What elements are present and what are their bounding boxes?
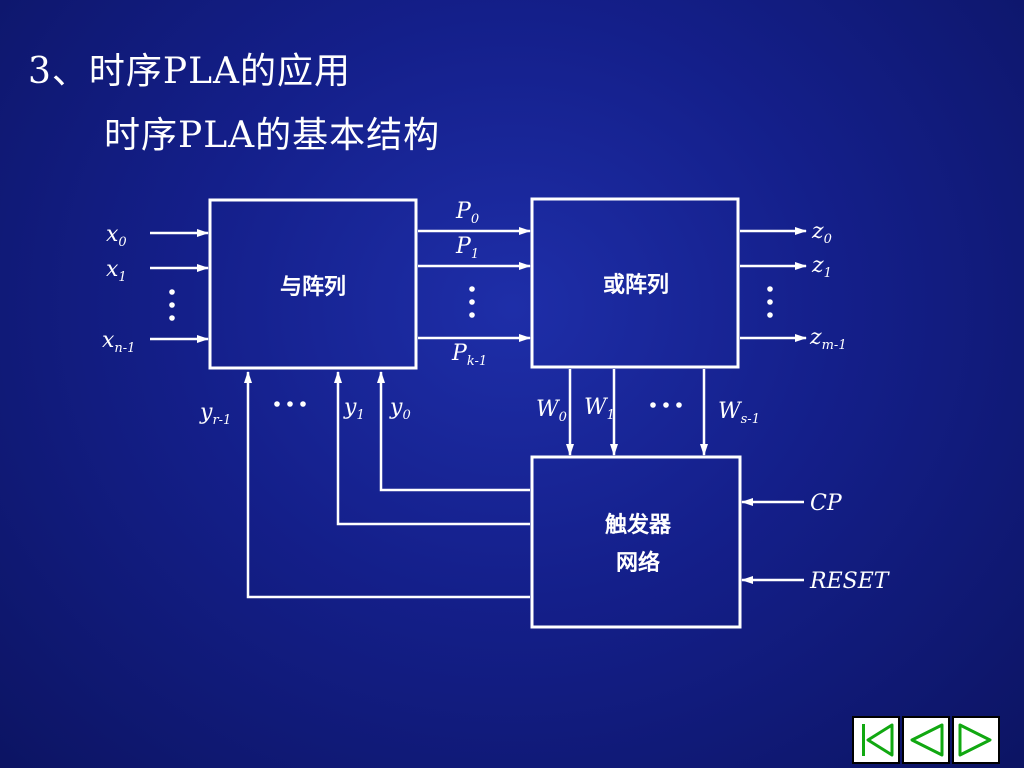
next-slide-button[interactable] (952, 716, 1000, 764)
product-label-p0: P0 (455, 199, 479, 227)
feedback-line-yr (244, 371, 530, 599)
excitation-label-ws: Ws-1 (718, 399, 760, 427)
previous-slide-button[interactable] (902, 716, 950, 764)
state-label-yr: yr-1 (199, 400, 231, 428)
state-label-y1: y1 (343, 395, 365, 423)
feedback-line-y0 (377, 371, 530, 492)
input-label-x1: x1 (106, 257, 127, 285)
or-array-block (530, 197, 740, 369)
or-array-label: 或阵列 (603, 272, 669, 298)
state-ellipsis (274, 401, 306, 407)
excitation-label-w1: W1 (584, 395, 615, 423)
product-label-pk: Pk-1 (451, 341, 487, 369)
first-slide-button[interactable] (852, 716, 900, 764)
slide-title: 3、时序PLA的应用 (28, 51, 352, 92)
first-slide-icon (862, 723, 894, 757)
and-array-label: 与阵列 (280, 274, 346, 300)
flipflop-network-block (530, 455, 742, 629)
excitation-label-w0: W0 (536, 397, 567, 425)
product-ellipsis (469, 286, 475, 318)
output-label-z0: z0 (811, 219, 832, 247)
state-label-y0: y0 (389, 395, 411, 423)
next-slide-icon (958, 723, 992, 757)
previous-slide-icon (910, 723, 944, 757)
input-ellipsis (169, 289, 175, 321)
output-ellipsis (767, 286, 773, 318)
flipflop-label-line2: 网络 (616, 550, 660, 576)
feedback-line-y1 (334, 371, 530, 526)
input-label-x0: x0 (106, 222, 127, 250)
clock-label: CP (810, 491, 843, 516)
flipflop-label-line1: 触发器 (605, 512, 672, 538)
output-label-zm: zm-1 (809, 325, 847, 353)
output-label-z1: z1 (811, 253, 832, 281)
and-array-block (208, 198, 418, 370)
input-label-xn: xn-1 (102, 328, 135, 356)
reset-label: RESET (809, 569, 891, 594)
slide-subtitle: 时序PLA的基本结构 (104, 115, 441, 156)
product-label-p1: P1 (455, 234, 479, 262)
slide-navigation (852, 716, 1000, 764)
excitation-ellipsis (650, 402, 682, 408)
